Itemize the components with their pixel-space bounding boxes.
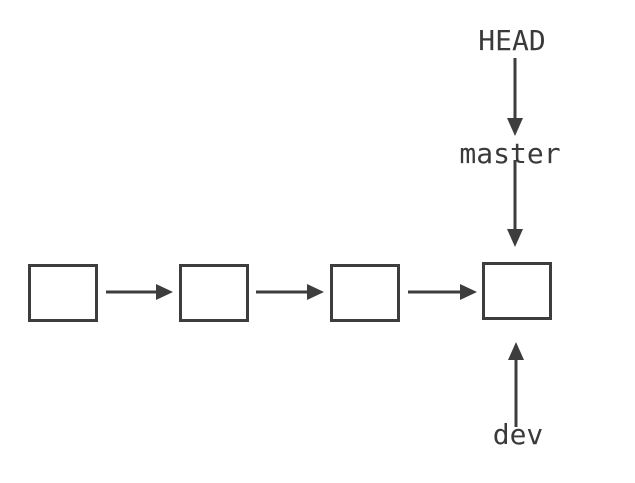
arrowhead-down-icon	[507, 118, 523, 136]
arrow-head-to-master	[507, 58, 523, 136]
arrowhead-right-icon	[307, 284, 324, 300]
arrow-dev-to-commit4	[508, 342, 524, 427]
arrowhead-down-icon	[507, 229, 523, 247]
arrow-commit3-to-commit4	[408, 284, 477, 300]
head-label: HEAD	[478, 24, 546, 57]
arrowhead-up-icon	[508, 342, 524, 360]
commit-node-2	[179, 264, 249, 322]
arrow-commit2-to-commit3	[256, 284, 324, 300]
arrowhead-right-icon	[460, 284, 477, 300]
dev-branch-label: dev	[492, 418, 544, 451]
commit-node-3	[330, 264, 400, 322]
arrowhead-right-icon	[156, 284, 173, 300]
commit-node-4	[482, 262, 552, 320]
arrow-master-to-commit4	[507, 160, 523, 247]
master-branch-label: master	[459, 137, 561, 170]
commit-node-1	[28, 264, 98, 322]
arrow-commit1-to-commit2	[106, 284, 173, 300]
